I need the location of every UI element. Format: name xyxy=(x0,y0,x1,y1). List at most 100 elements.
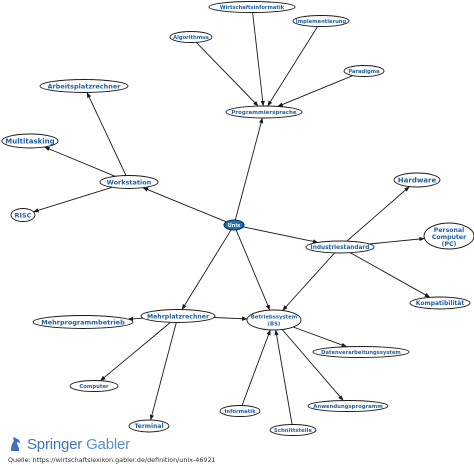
node-schnittstelle-label: Schnittstelle xyxy=(274,428,312,434)
springer-gabler-logo: Springer Gabler xyxy=(8,435,468,453)
node-hardware[interactable]: Hardware xyxy=(393,172,441,188)
edge-implementierung-to-programmiersprache xyxy=(267,26,318,107)
node-mehrprogrammbetrieb-label: Mehrprogrammbetrieb xyxy=(41,319,125,327)
node-paradigma[interactable]: Paradigma xyxy=(343,65,385,77)
brand-light: Gabler xyxy=(86,435,130,453)
node-arbeitsplatzrechner-ellipse xyxy=(39,79,129,93)
node-programmiersprache[interactable]: Programmiersprache xyxy=(225,105,303,119)
node-betriebssystem-ellipse xyxy=(246,309,302,331)
node-unix-ellipse xyxy=(223,219,245,231)
node-mehrplatzrechner-label: Mehrplatzrechner xyxy=(147,314,210,321)
node-computer-ellipse xyxy=(69,380,119,392)
edge-industriestandard-to-kompatibilitaet xyxy=(349,252,431,298)
node-wirtschaftsinformatik-ellipse xyxy=(208,1,296,13)
node-schnittstelle[interactable]: Schnittstelle xyxy=(269,424,317,436)
edge-workstation-to-multitasking xyxy=(44,146,116,177)
edge-paradigma-to-programmiersprache xyxy=(277,75,354,107)
node-kompatibilitaet-ellipse xyxy=(409,296,471,310)
node-informatik-ellipse xyxy=(219,405,261,417)
node-programmiersprache-ellipse xyxy=(225,105,303,119)
node-mehrprogrammbetrieb-ellipse xyxy=(32,315,134,329)
node-anwendungsprogramm-ellipse xyxy=(307,400,389,412)
node-algorithmus[interactable]: Algorithmus xyxy=(169,31,213,43)
node-risc-label: RISC xyxy=(15,212,32,220)
node-computer[interactable]: Computer xyxy=(69,380,119,392)
node-computer-label: Computer xyxy=(79,384,109,390)
node-paradigma-ellipse xyxy=(343,65,385,77)
source-text: Quelle: https://wirtschaftslexikon.gable… xyxy=(8,456,216,464)
brand-name: Springer Gabler xyxy=(27,436,130,453)
node-kompatibilitaet[interactable]: Kompatibilität xyxy=(409,296,471,310)
node-mehrplatzrechner-ellipse xyxy=(140,309,216,323)
node-anwendungsprogramm-label: Anwendungsprogramm xyxy=(313,404,383,410)
node-programmiersprache-label: Programmiersprache xyxy=(231,110,296,116)
node-multitasking-label: Multitasking xyxy=(5,138,54,146)
node-hardware-ellipse xyxy=(393,172,441,188)
node-mehrprogrammbetrieb[interactable]: Mehrprogrammbetrieb xyxy=(32,315,134,329)
node-risc-ellipse xyxy=(10,208,36,222)
node-multitasking-ellipse xyxy=(1,133,59,149)
node-risc[interactable]: RISC xyxy=(10,208,36,222)
edge-workstation-to-risc xyxy=(33,186,113,213)
edge-schnittstelle-to-betriebssystem xyxy=(274,329,293,425)
edge-mehrplatzrechner-to-mehrprogrammbetrieb xyxy=(127,316,144,322)
node-algorithmus-label: Algorithmus xyxy=(173,35,209,41)
edge-wirtschaftsinformatik-to-programmiersprache xyxy=(252,12,265,107)
node-datenverarbeitungssystem[interactable]: Datenverarbeitungssystem xyxy=(312,346,410,358)
edge-informatik-to-betriebssystem xyxy=(241,329,271,406)
edge-unix-to-workstation xyxy=(142,187,227,223)
edge-unix-to-mehrplatzrechner xyxy=(181,229,232,310)
node-anwendungsprogramm[interactable]: Anwendungsprogramm xyxy=(307,400,389,412)
footer: Springer Gabler Quelle: https://wirtscha… xyxy=(8,435,468,465)
brand-strong: Springer xyxy=(27,435,83,453)
node-mehrplatzrechner[interactable]: Mehrplatzrechner xyxy=(140,309,216,323)
edge-unix-to-betriebssystem xyxy=(235,229,271,311)
node-terminal-label: Terminal xyxy=(134,423,163,430)
node-terminal-ellipse xyxy=(128,419,170,433)
node-algorithmus-ellipse xyxy=(169,31,213,43)
node-industriestandard-label: Industriestandard xyxy=(311,245,370,251)
node-multitasking[interactable]: Multitasking xyxy=(1,133,59,149)
horse-icon xyxy=(11,437,20,451)
edge-unix-to-industriestandard xyxy=(243,226,319,244)
node-betriebssystem[interactable]: Betriebssystem(BS) xyxy=(246,309,302,331)
node-implementierung-ellipse xyxy=(292,15,350,27)
node-unix[interactable]: Unix xyxy=(223,219,245,231)
node-wirtschaftsinformatik-label: Wirtschaftsinformatik xyxy=(220,5,285,11)
edge-mehrplatzrechner-to-terminal xyxy=(149,322,177,421)
node-hardware-label: Hardware xyxy=(398,177,437,185)
node-workstation[interactable]: Workstation xyxy=(99,175,159,189)
node-industriestandard[interactable]: Industriestandard xyxy=(305,240,375,254)
edge-industriestandard-to-betriebssystem xyxy=(282,252,335,311)
node-informatik-label: Informatik xyxy=(224,409,256,415)
node-wirtschaftsinformatik[interactable]: Wirtschaftsinformatik xyxy=(208,1,296,13)
node-implementierung-label: Implementierung xyxy=(296,19,347,25)
edge-mehrplatzrechner-to-betriebssystem xyxy=(213,316,248,321)
node-unix-label: Unix xyxy=(228,223,241,229)
node-terminal[interactable]: Terminal xyxy=(128,419,170,433)
edge-algorithmus-to-programmiersprache xyxy=(195,41,259,107)
edge-industriestandard-to-hardware xyxy=(346,186,410,242)
node-workstation-label: Workstation xyxy=(107,179,152,187)
node-schnittstelle-ellipse xyxy=(269,424,317,436)
node-pc-ellipse xyxy=(423,222,474,250)
node-arbeitsplatzrechner[interactable]: Arbeitsplatzrechner xyxy=(39,79,129,93)
node-betriebssystem-label: Betriebssystem(BS) xyxy=(251,314,298,327)
edge-mehrplatzrechner-to-computer xyxy=(100,322,171,382)
node-paradigma-label: Paradigma xyxy=(348,69,380,75)
edges-layer xyxy=(33,12,431,425)
edge-workstation-to-arbeitsplatzrechner xyxy=(86,92,127,176)
edge-industriestandard-to-pc xyxy=(369,236,425,245)
node-workstation-ellipse xyxy=(99,175,159,189)
edge-betriebssystem-to-datenverarbeitungssystem xyxy=(293,326,347,348)
node-informatik[interactable]: Informatik xyxy=(219,405,261,417)
node-kompatibilitaet-label: Kompatibilität xyxy=(416,300,465,307)
node-arbeitsplatzrechner-label: Arbeitsplatzrechner xyxy=(48,83,122,91)
edge-betriebssystem-to-anwendungsprogramm xyxy=(281,329,344,401)
node-industriestandard-ellipse xyxy=(305,240,375,254)
node-implementierung[interactable]: Implementierung xyxy=(292,15,350,27)
